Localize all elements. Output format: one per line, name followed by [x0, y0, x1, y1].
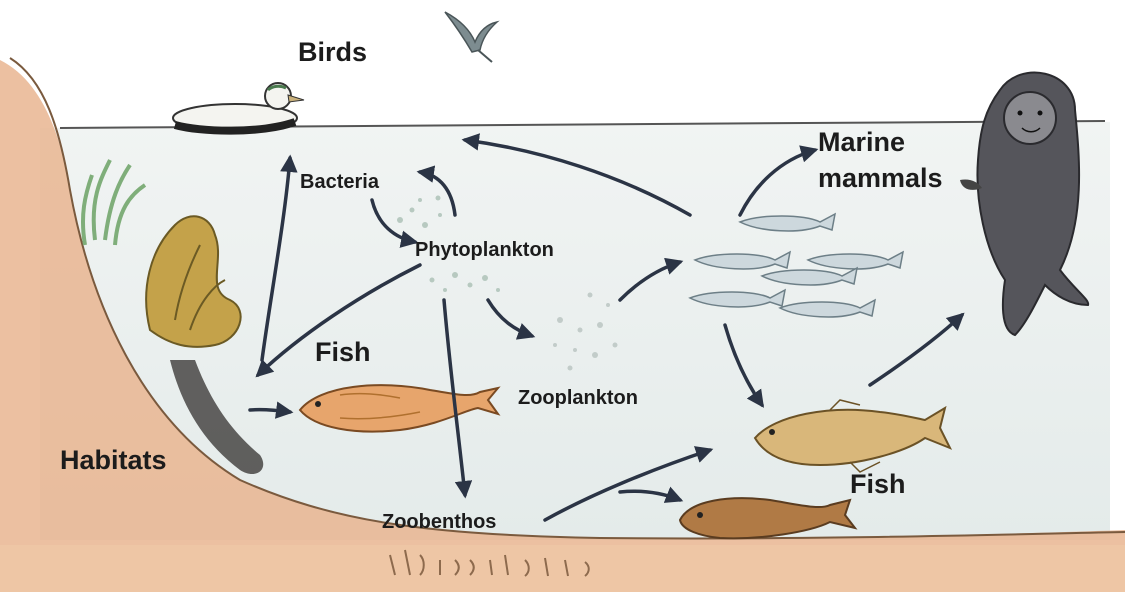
label-bacteria: Bacteria	[300, 172, 379, 193]
seabed-lower	[0, 545, 1125, 592]
label-fish-left: Fish	[315, 338, 371, 366]
label-phytoplankton: Phytoplankton	[415, 240, 554, 261]
label-mammals: mammals	[818, 164, 943, 192]
label-birds: Birds	[298, 38, 367, 66]
sky	[0, 0, 1125, 130]
label-marine: Marine	[818, 128, 905, 156]
label-zoobenthos: Zoobenthos	[382, 512, 496, 533]
label-fish-right: Fish	[850, 470, 906, 498]
label-habitats: Habitats	[60, 446, 167, 474]
label-zooplankton: Zooplankton	[518, 388, 638, 409]
